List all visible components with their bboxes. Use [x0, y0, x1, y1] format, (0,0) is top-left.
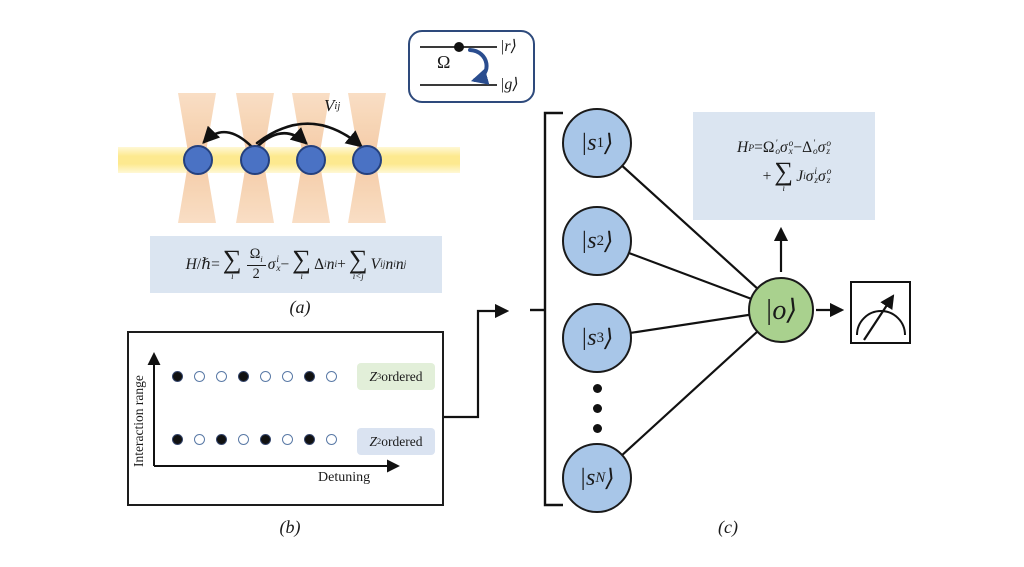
gauge-dial [856, 310, 906, 336]
atom-3 [296, 145, 326, 175]
open-dot [194, 371, 205, 382]
ket-g-label: |g⟩ [500, 76, 519, 93]
measurement-gauge-icon [850, 281, 911, 344]
y-axis-label: Interaction range [131, 375, 146, 467]
panel-c-label: (c) [718, 517, 738, 537]
atom-1 [183, 145, 213, 175]
ket-r-label: |r⟩ [500, 38, 517, 55]
interaction-arc-right [256, 127, 308, 148]
open-dot [282, 371, 293, 382]
open-dot [282, 434, 293, 445]
panel-b-label: (b) [279, 517, 301, 537]
node-output: |o⟩ [748, 277, 814, 343]
open-dot [326, 371, 337, 382]
edge-s1-o [596, 142, 782, 311]
two-level-inset [408, 30, 535, 103]
open-dot [260, 371, 271, 382]
open-dot [194, 434, 205, 445]
x-axis-label: Detuning [318, 470, 371, 485]
gauge-needle [863, 294, 895, 341]
phase-diagram-box [127, 331, 444, 506]
z3-dot-pattern [172, 371, 337, 382]
open-dot [216, 371, 227, 382]
panel-connector-arrow [444, 303, 510, 419]
omega-label: Ω [437, 52, 451, 72]
atom-2 [240, 145, 270, 175]
interaction-arc-left [202, 125, 254, 149]
filled-dot [172, 371, 183, 382]
electron-dot [454, 42, 464, 52]
vij-interaction-arc [255, 122, 363, 148]
filled-dot [304, 434, 315, 445]
rabi-drive-arrow [468, 48, 490, 85]
filled-dot [238, 371, 249, 382]
edge-sN-o [596, 309, 782, 479]
open-dot [326, 434, 337, 445]
input-bracket [543, 111, 563, 507]
atom-4 [352, 145, 382, 175]
lattice-beam [118, 147, 460, 173]
filled-dot [260, 434, 271, 445]
open-dot [238, 434, 249, 445]
filled-dot [172, 434, 183, 445]
panel-a-label: (a) [289, 297, 311, 317]
z2-dot-pattern [172, 434, 337, 445]
filled-dot [216, 434, 227, 445]
ellipsis-dots [593, 384, 602, 433]
filled-dot [304, 371, 315, 382]
